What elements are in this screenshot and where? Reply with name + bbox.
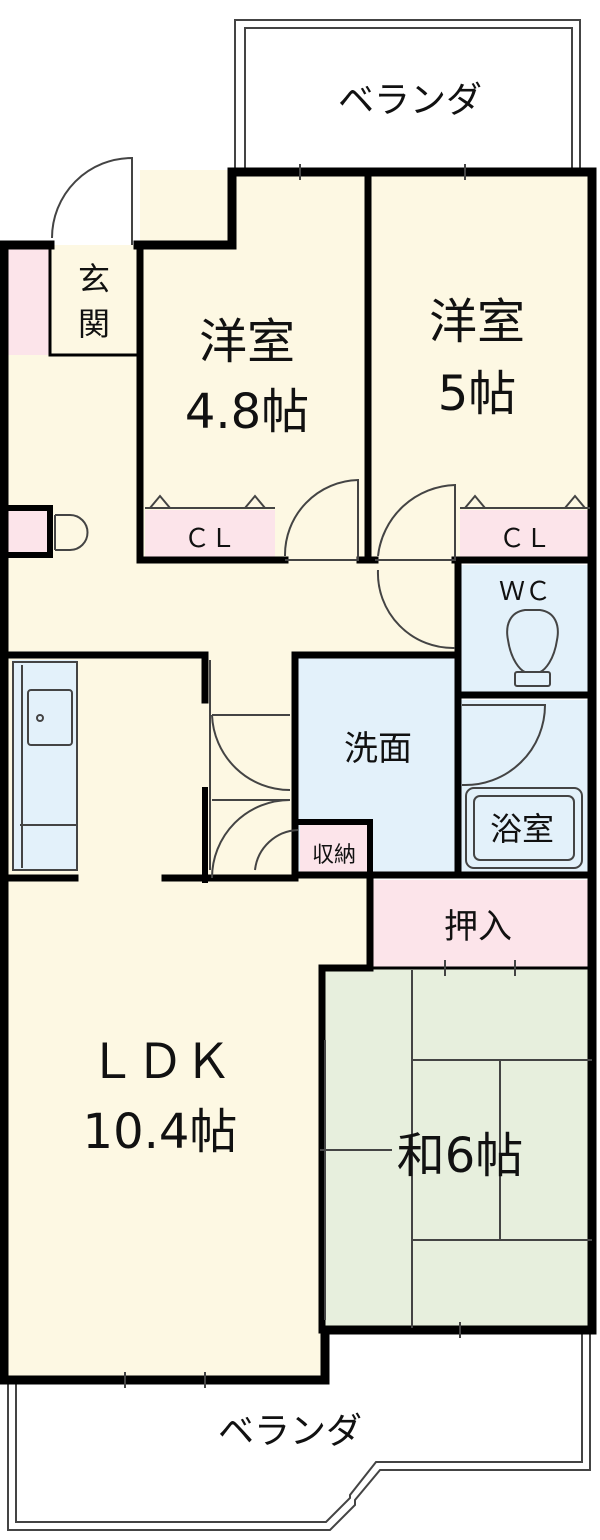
western-left-name: 洋室 [199,314,295,370]
closet-right-fill [460,510,590,557]
japanese-room-label: 和6帖 [397,1128,524,1184]
shoe-storage-fill [8,510,50,555]
entrance-label-1: 玄 [78,260,110,298]
storage-fill [300,825,370,873]
wall-western-left [136,241,289,564]
sink-drain [36,714,44,722]
balconies [7,19,591,1531]
bathtub-outer [465,787,583,869]
kitchen-sink [27,689,73,746]
veranda-bottom-outline [7,1330,591,1531]
wall-toilet-lower [291,651,462,879]
toilet-fill [458,565,592,695]
closet-right-label: ＣＬ [499,524,551,554]
western-left-door [283,478,359,561]
fixtures [12,514,583,1320]
wall-kitchen-top [4,651,209,704]
entrance-door [51,156,133,245]
veranda-top-outline [234,19,581,170]
oshiire-label: 押入 [444,907,512,947]
wall-entrance-box [48,243,140,357]
storage-label: 収納 [312,843,356,868]
veranda-top-label: ベランダ [338,80,482,121]
outer-wall-bottom [0,1325,597,1385]
room-fills [8,170,592,1380]
labels: ベランダ ベランダ 玄 関 洋室 4.8帖 洋室 5帖 ＣＬ ＣＬ ＷＣ 洗面 … [78,80,554,1452]
storage-door [254,829,299,871]
wash-door-1 [211,714,291,791]
wall-toilet [454,556,596,699]
closet-left-tick-1 [149,494,171,509]
western-left-fill [140,170,365,560]
kitchen-counter [12,661,78,871]
entrance-fill [8,245,50,355]
doors [51,156,547,879]
western-right-name: 洋室 [429,294,525,350]
upper-corridor-fill [140,555,458,655]
entrance-label-2: 関 [78,305,110,343]
closet-details [145,494,590,509]
wash-door-2 [211,799,291,879]
western-left-size: 4.8帖 [185,384,309,440]
closet-right-tick-1 [464,494,486,509]
toilet-door [376,569,456,650]
window-ticks [124,164,516,1388]
toilet-label: ＷＣ [499,577,551,607]
western-right-fill [370,170,592,560]
bath-door [461,704,547,787]
veranda-bottom-inner [15,1330,583,1523]
tatami-layout [320,970,592,1328]
closet-left-fill [145,510,275,557]
veranda-top-inner [244,27,573,168]
washroom-label: 洗面 [344,729,412,769]
toilet-tank [514,671,551,687]
bathtub-inner [473,795,575,861]
bath-label: 浴室 [490,810,554,848]
closet-left-label: ＣＬ [184,524,236,554]
western-right-door [375,483,456,561]
veranda-bottom-label: ベランダ [218,1411,362,1452]
wall-storage [295,819,373,878]
ldk-name: ＬＤＫ [88,1034,232,1090]
wall-shoe-storage [1,505,53,558]
western-right-size: 5帖 [438,366,517,422]
tatami-fill [322,968,592,1328]
ldk-size: 10.4帖 [83,1104,238,1160]
shoe-cabinet-detail [54,514,89,551]
closet-right-tick-2 [564,494,586,509]
entrance-floor-fill [50,245,138,355]
walls [0,167,597,1385]
oshiire-fill [370,880,592,968]
closet-left-tick-2 [244,494,266,509]
outer-wall-entrance-top [133,167,597,565]
